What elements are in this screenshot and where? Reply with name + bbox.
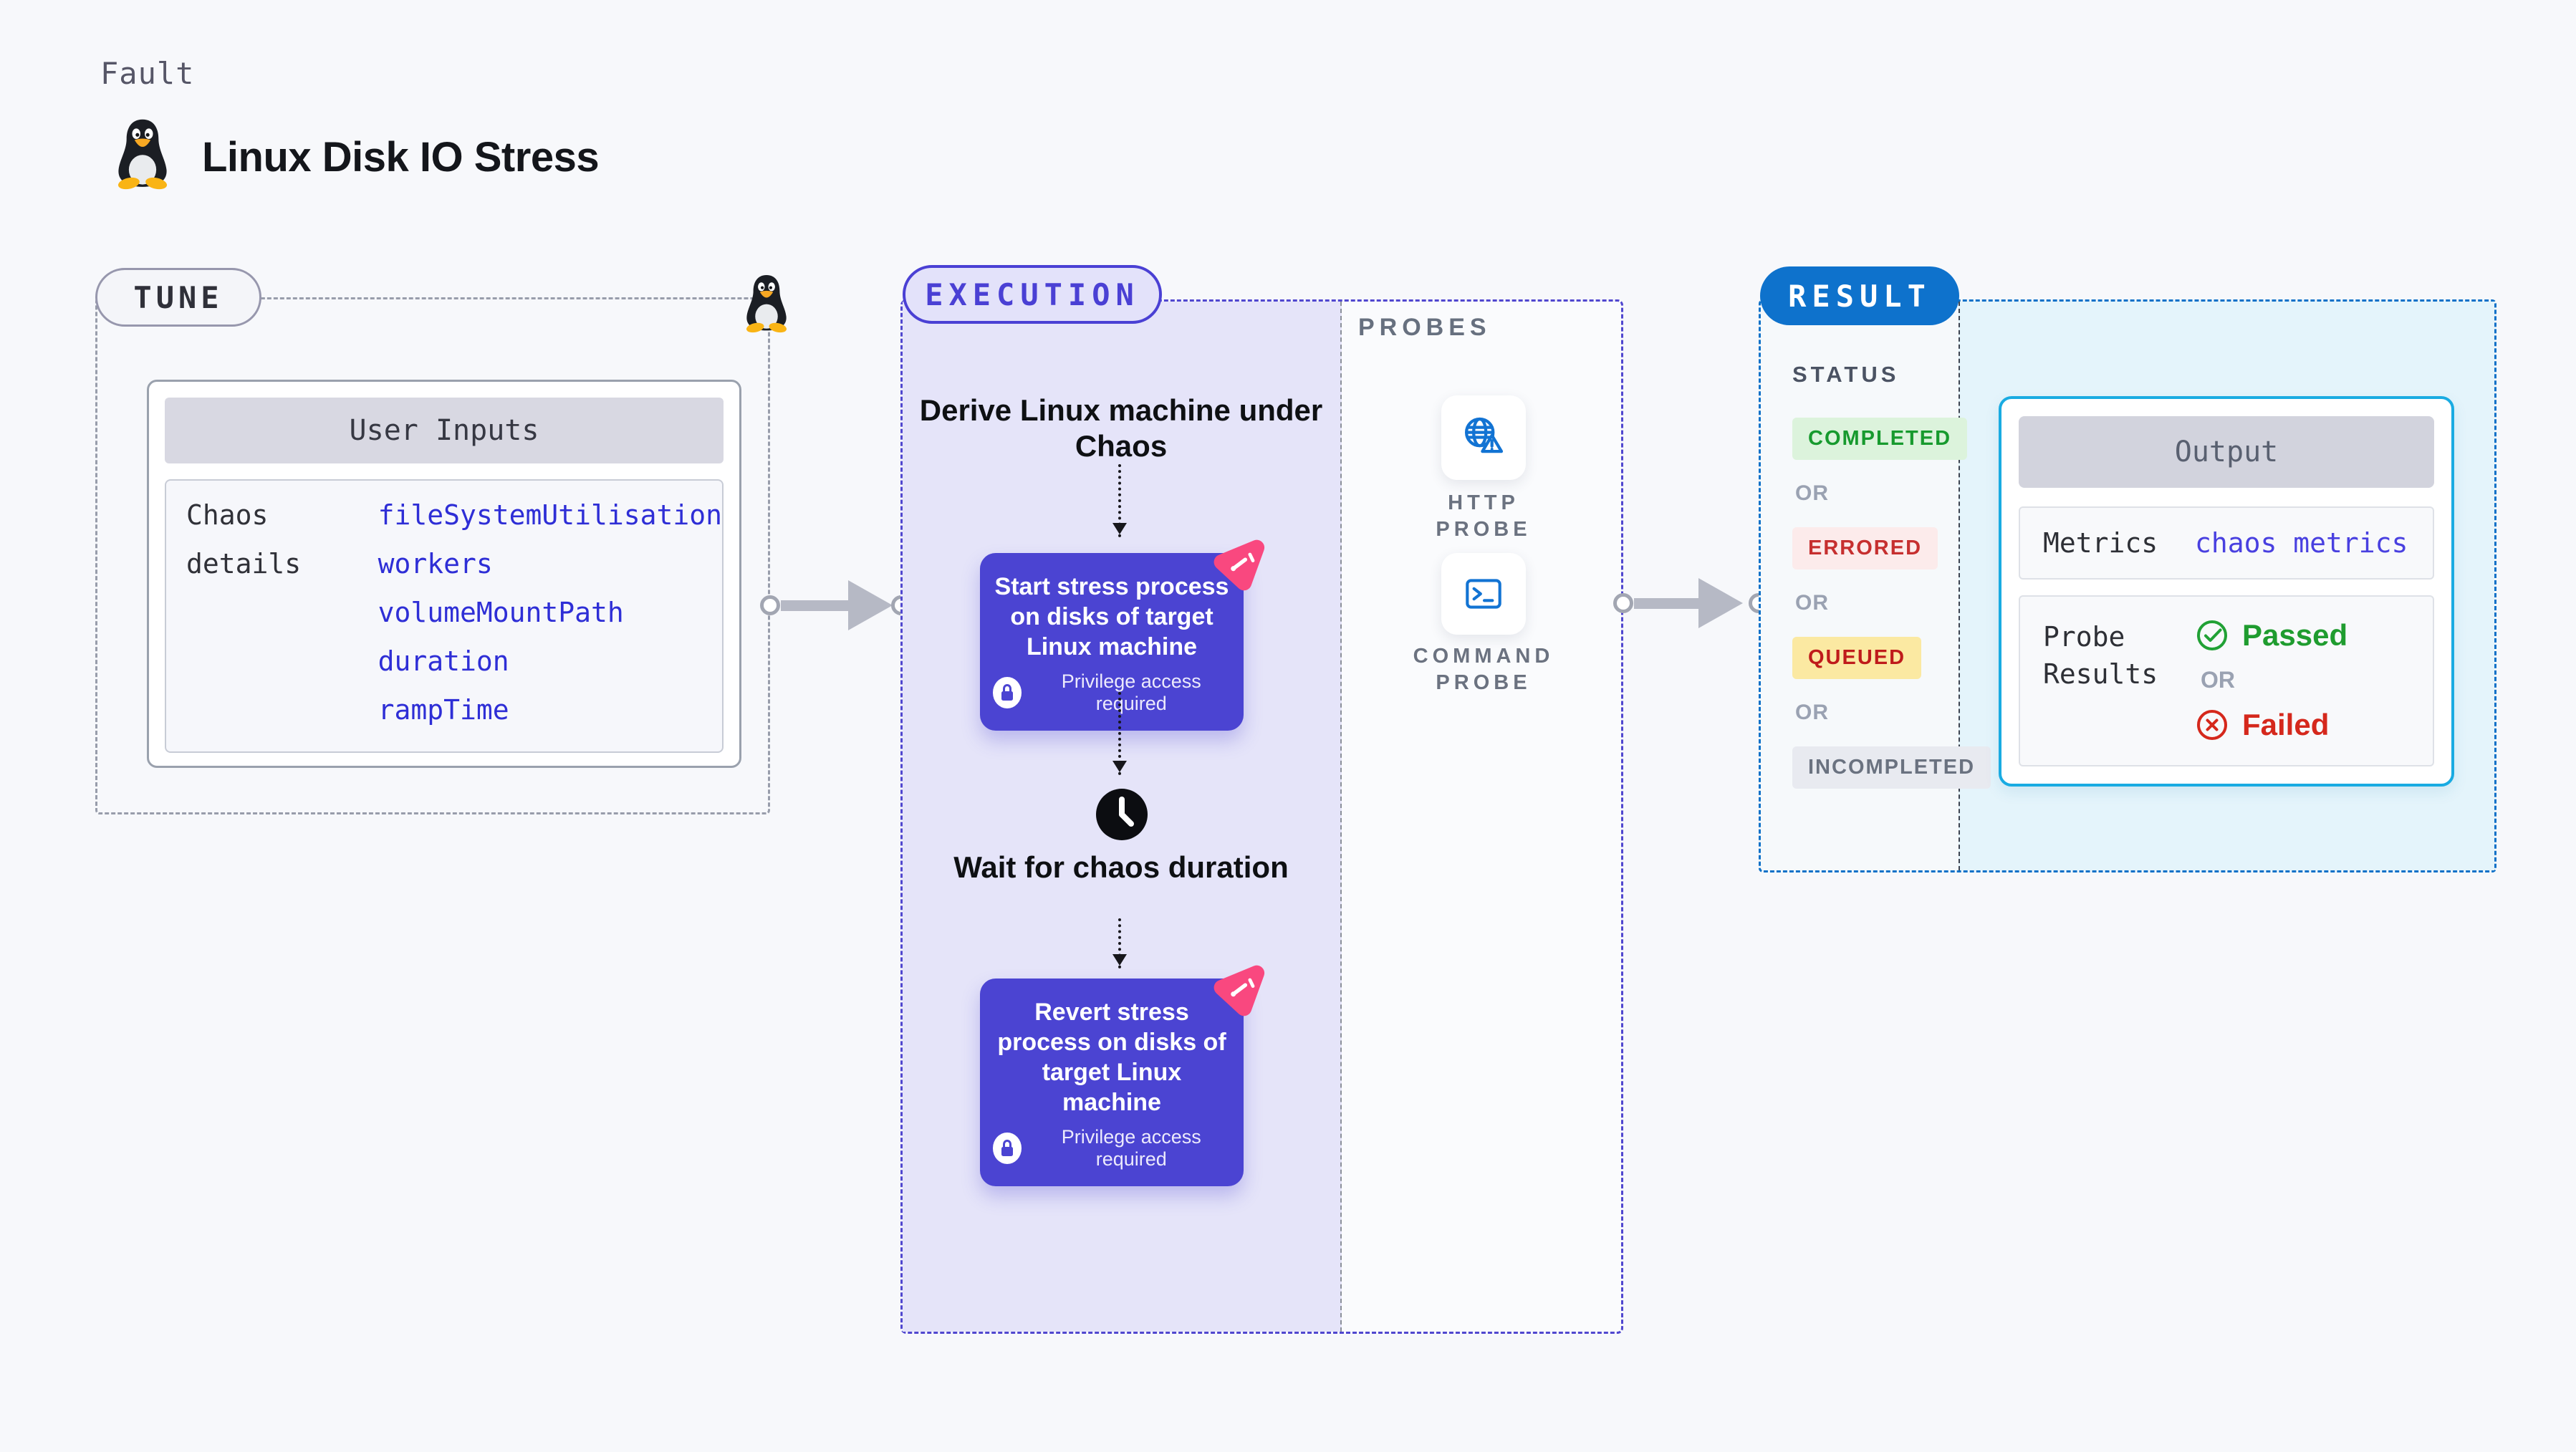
linux-tux-icon [117, 119, 168, 190]
connector-bar-tune-execution [781, 600, 848, 611]
failed-label: Failed [2242, 708, 2330, 741]
status-badge-incompleted: INCOMPLETED [1792, 746, 1991, 789]
or-label: OR [1795, 481, 1829, 505]
output-card-title: Output [2019, 416, 2434, 488]
probe-passed-line: Passed [2195, 618, 2347, 653]
x-circle-icon [2197, 710, 2227, 740]
user-inputs-card-body: Chaos details fileSystemUtilisation work… [165, 479, 724, 753]
fault-kind-label: Fault [100, 56, 195, 91]
probe-results-row: Probe Results Passed OR Failed [2019, 595, 2434, 766]
chaos-input-links: fileSystemUtilisation workers volumeMoun… [378, 491, 722, 751]
privilege-badge: Privilege access required [993, 1126, 1231, 1170]
flow-arrow-down-icon-1 [1112, 464, 1127, 537]
metrics-row: Metrics chaos metrics [2019, 506, 2434, 580]
probes-heading: PROBES [1358, 314, 1491, 341]
derive-machine-text: Derive Linux machine under Chaos [919, 393, 1323, 463]
check-circle-icon [2197, 620, 2227, 650]
flow-arrow-down-icon-3 [1112, 918, 1127, 968]
clock-icon [1096, 789, 1148, 840]
http-probe-label: HTTP PROBE [1436, 491, 1532, 541]
chaos-metrics-link[interactable]: chaos metrics [2195, 527, 2408, 559]
connector-node-probes-out [1613, 593, 1633, 613]
status-badge-completed: COMPLETED [1792, 418, 1968, 460]
probe-results-label: Probe Results [2043, 621, 2158, 690]
lock-icon [993, 677, 1022, 708]
probe-failed-line: Failed [2195, 708, 2347, 742]
linux-tux-icon-small [746, 274, 787, 333]
user-inputs-card-title: User Inputs [165, 398, 724, 463]
status-badge-errored: ERRORED [1792, 527, 1938, 569]
input-link-filesystemutilisation[interactable]: fileSystemUtilisation [378, 499, 722, 531]
start-stress-step: Start stress process on disks of target … [980, 539, 1265, 731]
output-card: Output Metrics chaos metrics Probe Resul… [1999, 396, 2454, 787]
command-probe-card [1441, 553, 1526, 635]
flow-arrow-down-icon-2 [1112, 692, 1127, 775]
status-badge-queued: QUEUED [1792, 637, 1922, 679]
status-column: STATUS COMPLETED OR ERRORED OR QUEUED OR… [1792, 362, 1991, 789]
chaos-details-label: Chaos details [186, 499, 302, 580]
page-title: Linux Disk IO Stress [202, 134, 600, 181]
wait-duration-text: Wait for chaos duration [953, 850, 1289, 884]
command-probe-label: COMMAND PROBE [1413, 645, 1554, 694]
tune-section-box [95, 297, 770, 814]
lock-icon [993, 1133, 1022, 1164]
revert-stress-step: Revert stress process on disks of target… [980, 965, 1265, 1186]
http-probe-card [1441, 395, 1526, 480]
terminal-icon [1466, 579, 1501, 609]
status-heading: STATUS [1792, 362, 1900, 387]
or-label: OR [2201, 667, 2235, 693]
input-link-duration[interactable]: duration [378, 645, 509, 677]
connector-node-tune-out [760, 595, 780, 615]
litmus-chaos-icon [1213, 539, 1265, 591]
or-label: OR [1795, 701, 1829, 724]
tune-badge: TUNE [95, 268, 261, 327]
litmus-chaos-icon [1213, 965, 1265, 1016]
probe-results-values: Passed OR Failed [2195, 618, 2347, 742]
execution-badge: EXECUTION [903, 265, 1162, 324]
input-link-volumemountpath[interactable]: volumeMountPath [378, 597, 624, 628]
metrics-label: Metrics [2043, 527, 2158, 559]
privilege-badge-label: Privilege access required [1061, 1126, 1201, 1170]
passed-label: Passed [2242, 618, 2348, 652]
privilege-badge: Privilege access required [993, 670, 1231, 715]
input-link-workers[interactable]: workers [378, 548, 493, 580]
or-label: OR [1795, 591, 1829, 615]
user-inputs-card: User Inputs Chaos details fileSystemUtil… [147, 380, 741, 768]
globe-alert-icon [1464, 417, 1504, 453]
connector-bar-probes-result [1634, 598, 1698, 609]
input-link-ramptime[interactable]: rampTime [378, 694, 509, 726]
arrow-right-icon-probes-result [1698, 578, 1743, 628]
revert-stress-title: Revert stress process on disks of target… [997, 999, 1226, 1116]
start-stress-title: Start stress process on disks of target … [994, 573, 1229, 660]
arrow-right-icon-tune-execution [848, 580, 893, 630]
result-badge: RESULT [1760, 266, 1959, 325]
privilege-badge-label: Privilege access required [1061, 670, 1201, 714]
